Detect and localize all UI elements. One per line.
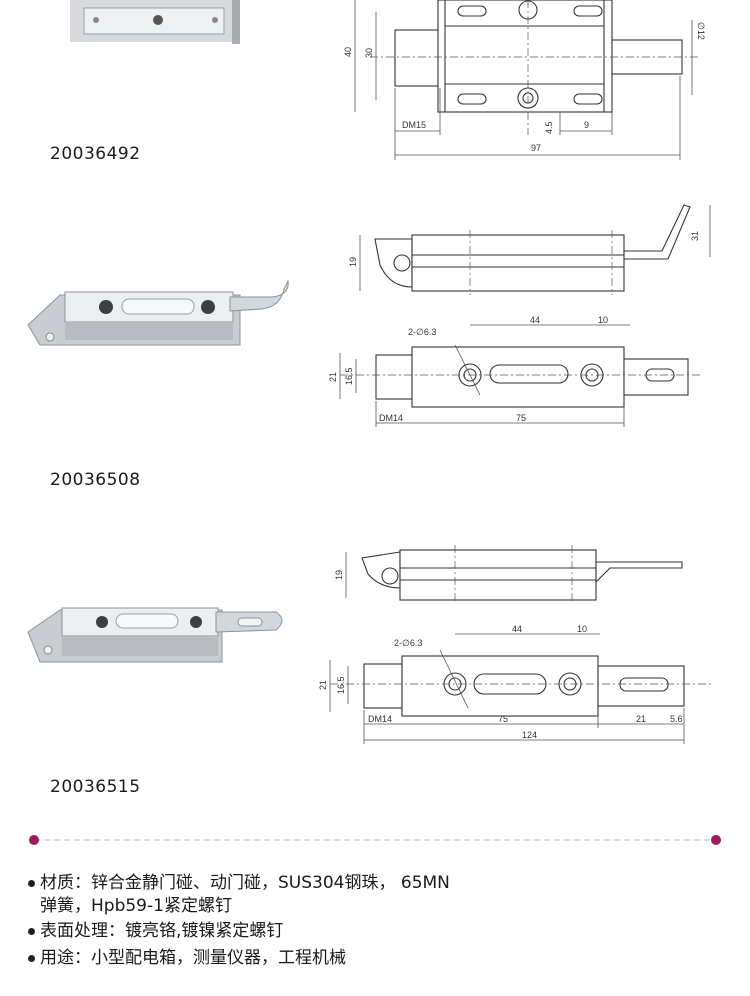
dim-16-5: 16.5 — [344, 367, 354, 385]
product-code-1: 20036492 — [50, 144, 141, 164]
dim-44-b: 44 — [512, 624, 522, 634]
dim-21-b: 21 — [318, 680, 328, 690]
bullet-dot — [28, 879, 35, 887]
dim-40: 40 — [343, 47, 353, 57]
dim-16-5-b: 16.5 — [336, 676, 346, 694]
product-2-photo-and-drawing: 19 31 44 10 2-∅6.3 21 16.5 DM14 75 — [27, 204, 711, 427]
dim-75: 75 — [516, 413, 526, 423]
product-1-photo — [70, 0, 240, 44]
product-3-photo — [27, 607, 283, 663]
dim-44: 44 — [530, 315, 540, 325]
dim-diameter-12: ∅12 — [696, 22, 706, 40]
product-3-drawing: 19 44 10 2-∅6.3 21 16.5 DM14 75 21 5.6 1… — [318, 545, 712, 744]
dim-hole: 2-∅6.3 — [408, 327, 436, 337]
dim-10: 10 — [598, 315, 608, 325]
product-3-photo-and-drawing: 19 44 10 2-∅6.3 21 16.5 DM14 75 21 5.6 1… — [27, 545, 712, 744]
dim-hole-b: 2-∅6.3 — [394, 638, 422, 648]
spec-usage: 用途：小型配电箱，测量仪器，工程机械 — [28, 947, 346, 970]
section-divider — [29, 835, 721, 845]
product-1-photo-and-drawing: 40 30 ∅12 DM15 4.5 9 97 — [70, 0, 706, 160]
product-2-photo — [27, 279, 289, 346]
product-1-drawing: 40 30 ∅12 DM15 4.5 9 97 — [343, 0, 706, 160]
dim-75-b: 75 — [498, 714, 508, 724]
dim-21-right: 21 — [636, 714, 646, 724]
dim-21: 21 — [328, 372, 338, 382]
dim-31: 31 — [690, 231, 700, 241]
dim-19-b: 19 — [334, 570, 344, 580]
dim-30: 30 — [364, 48, 374, 58]
bullet-dot — [28, 954, 35, 962]
dim-5-6: 5.6 — [670, 714, 683, 724]
dim-9: 9 — [584, 120, 589, 130]
bullet-dot — [28, 927, 35, 935]
product-code-3: 20036515 — [50, 777, 141, 797]
spec-material: 材质：锌合金静门碰、动门碰，SUS304钢珠， 65MN 弹簧，Hpb59-1紧… — [28, 872, 450, 918]
dim-124: 124 — [522, 730, 537, 740]
dim-dm14: DM14 — [379, 413, 403, 423]
spec-surface: 表面处理：镀亮铬,镀镍紧定螺钉 — [28, 920, 283, 943]
dim-97: 97 — [531, 143, 541, 153]
product-code-2: 20036508 — [50, 470, 141, 490]
product-2-drawing: 19 31 44 10 2-∅6.3 21 16.5 DM14 75 — [328, 204, 711, 427]
dim-4-5: 4.5 — [544, 121, 554, 134]
dim-10-b: 10 — [577, 624, 587, 634]
dim-dm15: DM15 — [402, 120, 426, 130]
dim-19: 19 — [348, 257, 358, 267]
dim-dm14-b: DM14 — [368, 714, 392, 724]
